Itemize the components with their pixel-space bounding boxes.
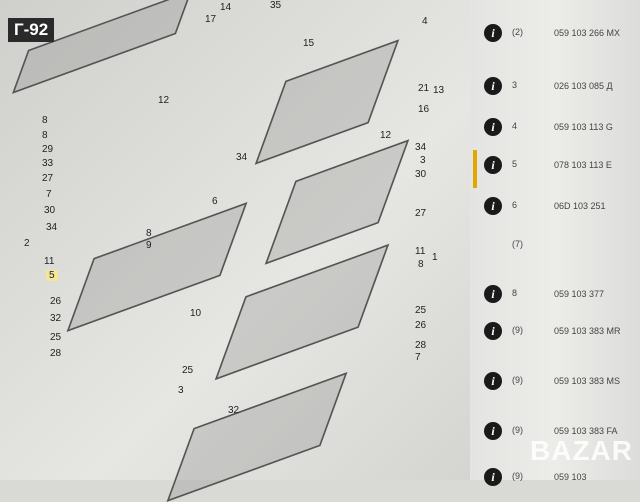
info-icon[interactable]: i (484, 24, 502, 42)
callout[interactable]: 16 (418, 104, 430, 115)
watermark-logo: BAZAR (530, 435, 633, 466)
callout[interactable]: 3 (178, 385, 184, 396)
callout[interactable]: 30 (44, 205, 56, 216)
callout[interactable]: 13 (433, 85, 445, 96)
table-row[interactable]: i(9)059 103 (470, 468, 640, 488)
parts-diagram: 14 17 12 35 15 4 21 13 16 12 34 3 30 27 … (0, 0, 470, 502)
callout[interactable]: 32 (228, 405, 240, 416)
table-row[interactable]: i(2)059 103 266 MX (470, 24, 640, 44)
callout[interactable]: 17 (205, 14, 217, 25)
table-row[interactable]: i(9)059 103 383 MR (470, 322, 640, 342)
callout[interactable]: 25 (415, 305, 427, 316)
callout[interactable]: 32 (50, 313, 62, 324)
callout[interactable]: 35 (270, 0, 282, 11)
callout[interactable]: 21 (418, 83, 430, 94)
callout[interactable]: 10 (190, 308, 202, 319)
info-icon[interactable]: i (484, 197, 502, 215)
table-row[interactable]: i(9)059 103 383 MS (470, 372, 640, 392)
callout[interactable]: 26 (415, 320, 427, 331)
callout-highlighted[interactable]: 5 (46, 270, 58, 281)
callout[interactable]: 33 (42, 158, 54, 169)
callout[interactable]: 1 (432, 252, 438, 263)
callout[interactable]: 8 (146, 228, 152, 239)
table-row[interactable]: (7) (512, 239, 523, 249)
callout[interactable]: 28 (415, 340, 427, 351)
callout[interactable]: 8 (418, 259, 424, 270)
callout[interactable]: 12 (380, 130, 392, 141)
info-icon[interactable]: i (484, 372, 502, 390)
callout[interactable]: 15 (303, 38, 315, 49)
callout[interactable]: 3 (420, 155, 426, 166)
callout[interactable]: 25 (50, 332, 62, 343)
callout[interactable]: 11 (415, 246, 426, 257)
callout[interactable]: 9 (146, 240, 152, 251)
cylinder-head[interactable] (214, 243, 390, 381)
callout[interactable]: 29 (42, 144, 54, 155)
callout[interactable]: 8 (42, 130, 48, 141)
callout[interactable]: 27 (415, 208, 427, 219)
info-icon[interactable]: i (484, 422, 502, 440)
info-icon[interactable]: i (484, 322, 502, 340)
camshaft-housing[interactable] (66, 201, 248, 333)
callout[interactable]: 34 (46, 222, 58, 233)
info-icon[interactable]: i (484, 156, 502, 174)
callout[interactable]: 25 (182, 365, 194, 376)
callout[interactable]: 27 (42, 173, 54, 184)
info-icon[interactable]: i (484, 77, 502, 95)
callout[interactable]: 30 (415, 169, 427, 180)
info-icon[interactable]: i (484, 118, 502, 136)
callout[interactable]: 7 (415, 352, 421, 363)
callout[interactable]: 7 (46, 189, 52, 200)
table-row[interactable]: i(9)059 103 383 FA (470, 422, 640, 442)
callout[interactable]: 6 (212, 196, 218, 207)
info-icon[interactable]: i (484, 285, 502, 303)
head-gasket[interactable] (166, 371, 348, 502)
callout[interactable]: 8 (42, 115, 48, 126)
callout[interactable]: 11 (44, 256, 55, 267)
cylinder-head-cover[interactable] (11, 0, 193, 94)
callout[interactable]: 4 (422, 16, 428, 27)
callout[interactable]: 2 (24, 238, 30, 249)
selection-marker (473, 150, 477, 188)
valve-cover[interactable] (254, 39, 400, 165)
callout[interactable]: 14 (220, 2, 232, 13)
callout[interactable]: 34 (236, 152, 248, 163)
callout[interactable]: 12 (158, 95, 170, 106)
listing-title: Г-92 (8, 18, 55, 42)
callout[interactable]: 26 (50, 296, 62, 307)
callout[interactable]: 34 (415, 142, 427, 153)
info-icon[interactable]: i (484, 468, 502, 486)
callout[interactable]: 28 (50, 348, 62, 359)
